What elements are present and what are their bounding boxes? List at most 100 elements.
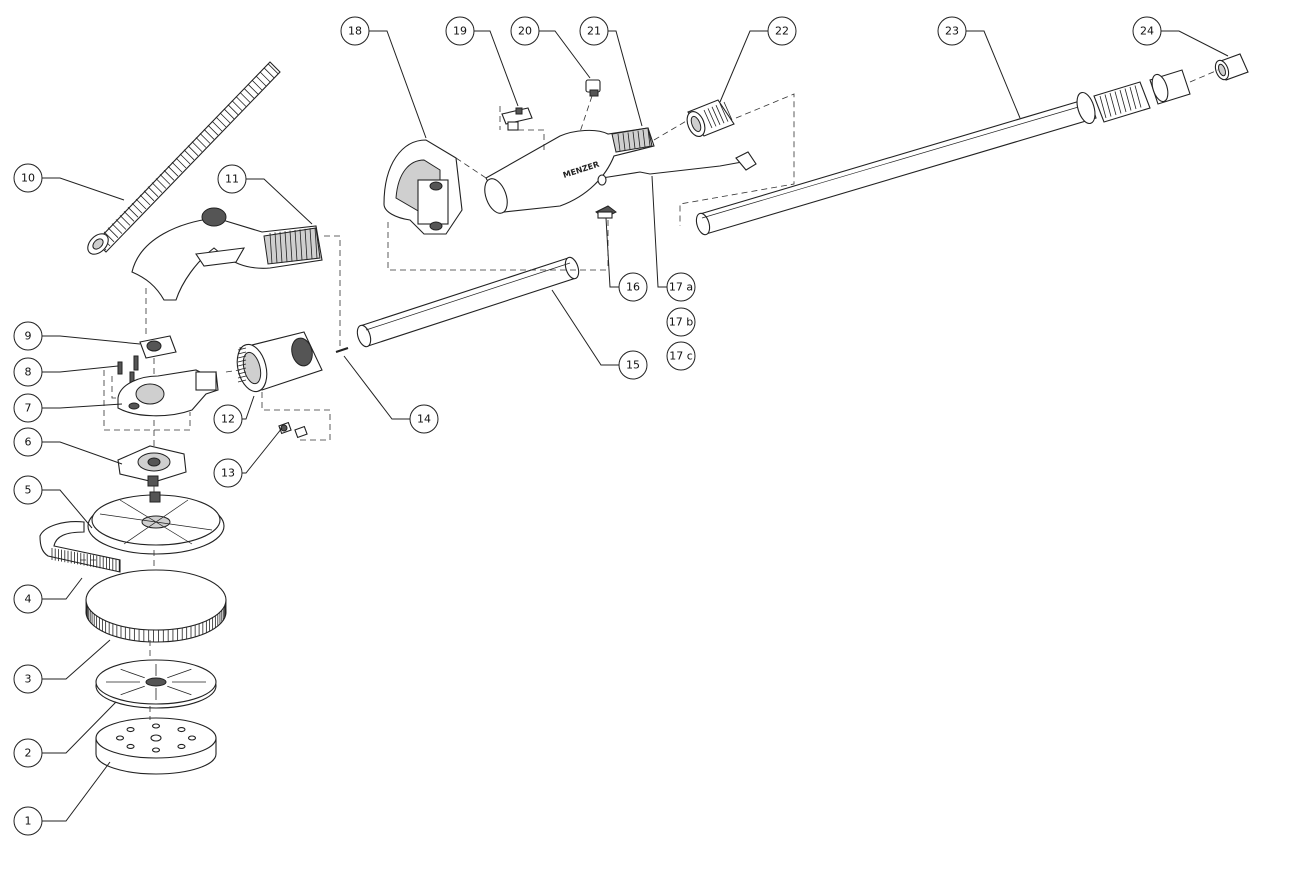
callout-circle xyxy=(937,16,967,46)
callout-3: 3 xyxy=(13,664,43,694)
callout-label: 20 xyxy=(518,25,532,38)
part-carbon-brushes xyxy=(278,421,308,439)
callout-20: 18 xyxy=(340,16,370,46)
callout-21: 19 xyxy=(445,16,475,46)
callout-label: 4 xyxy=(25,593,32,606)
callout-label: 23 xyxy=(945,25,959,38)
callout-5: 5 xyxy=(13,475,43,505)
part-motor xyxy=(236,331,323,393)
callout-7: 7 xyxy=(13,393,43,423)
callout-label: 22 xyxy=(775,25,789,38)
callout-2: 2 xyxy=(13,738,43,768)
callout-10: 10 xyxy=(13,163,43,193)
part-speed-knob xyxy=(585,79,601,97)
callout-24: 22 xyxy=(767,16,797,46)
part-clamp-housing xyxy=(383,139,463,235)
callout-circle xyxy=(217,164,247,194)
part-cable xyxy=(597,151,757,186)
callout-25: 23 xyxy=(937,16,967,46)
callout-circle xyxy=(618,272,648,302)
callout-8: 8 xyxy=(13,357,43,387)
leader-lines xyxy=(42,30,1229,822)
callout-circle xyxy=(445,16,475,46)
callout-label: 21 xyxy=(587,25,601,38)
callout-label: 8 xyxy=(25,366,32,379)
callout-9: 9 xyxy=(13,321,43,351)
part-extension-tube xyxy=(695,69,1191,236)
part-gear-housing xyxy=(117,369,219,417)
part-handle-bracket xyxy=(131,207,323,301)
callout-circle xyxy=(13,163,43,193)
callout-4: 4 xyxy=(13,584,43,614)
callout-label: 17 a xyxy=(669,281,693,294)
callout-label: 17 b xyxy=(669,316,693,329)
part-end-cap xyxy=(1214,53,1249,81)
callout-circle xyxy=(213,404,243,434)
part-fitting xyxy=(139,335,177,359)
callout-label: 9 xyxy=(25,330,32,343)
callout-label: 10 xyxy=(21,172,35,185)
callout-circle xyxy=(579,16,609,46)
callout-circle xyxy=(767,16,797,46)
callout-circle xyxy=(13,427,43,457)
callout-22: 20 xyxy=(510,16,540,46)
callout-circle xyxy=(1132,16,1162,46)
part-brush-segment xyxy=(39,521,121,573)
callout-circle xyxy=(13,806,43,836)
part-gear-head xyxy=(117,445,187,487)
callout-circle xyxy=(510,16,540,46)
callout-label: 5 xyxy=(25,484,32,497)
part-sanding-pad xyxy=(95,717,217,775)
part-drive-shaft xyxy=(335,347,349,353)
callout-circle xyxy=(13,664,43,694)
part-backing-plate xyxy=(95,659,217,709)
callout-label: 12 xyxy=(221,413,235,426)
callout-6: 6 xyxy=(13,427,43,457)
callout-circle xyxy=(340,16,370,46)
part-tube xyxy=(356,256,580,348)
part-threaded-nut xyxy=(686,99,735,137)
callout-14: 14 xyxy=(409,404,439,434)
callout-label: 2 xyxy=(25,747,32,760)
part-dust-hood xyxy=(87,491,225,555)
callout-circle xyxy=(13,321,43,351)
callout-label: 3 xyxy=(25,673,32,686)
callout-19: 17 c xyxy=(666,341,696,371)
callout-label: 15 xyxy=(626,359,640,372)
part-brush-ring xyxy=(85,569,227,643)
callout-16: 16 xyxy=(618,272,648,302)
callout-label: 6 xyxy=(25,436,32,449)
callout-1: 1 xyxy=(13,806,43,836)
callout-label: 13 xyxy=(221,467,235,480)
callout-label: 17 c xyxy=(669,350,693,363)
callout-23: 21 xyxy=(579,16,609,46)
callout-label: 1 xyxy=(25,815,32,828)
callout-circle xyxy=(666,341,696,371)
callout-circle xyxy=(666,307,696,337)
callout-12: 12 xyxy=(213,404,243,434)
callout-circle xyxy=(13,357,43,387)
part-hose xyxy=(87,61,281,255)
callout-circle xyxy=(666,272,696,302)
callout-circle xyxy=(13,475,43,505)
callout-13: 13 xyxy=(213,458,243,488)
part-circuit-board xyxy=(501,107,533,131)
callout-label: 18 xyxy=(348,25,362,38)
part-handle-body: MENZER xyxy=(484,127,655,214)
callout-circle xyxy=(13,393,43,423)
callout-label: 11 xyxy=(225,173,239,186)
callout-label: 16 xyxy=(626,281,640,294)
callout-label: 24 xyxy=(1140,25,1154,38)
callout-label: 14 xyxy=(417,413,431,426)
callout-26: 24 xyxy=(1132,16,1162,46)
assembly-guide-lines xyxy=(80,69,1219,720)
callout-label: 19 xyxy=(453,25,467,38)
callout-18: 17 b xyxy=(666,307,696,337)
callout-circle xyxy=(13,738,43,768)
part-switch xyxy=(595,205,617,219)
callout-15: 15 xyxy=(618,350,648,380)
callout-circle xyxy=(13,584,43,614)
callout-circle xyxy=(213,458,243,488)
